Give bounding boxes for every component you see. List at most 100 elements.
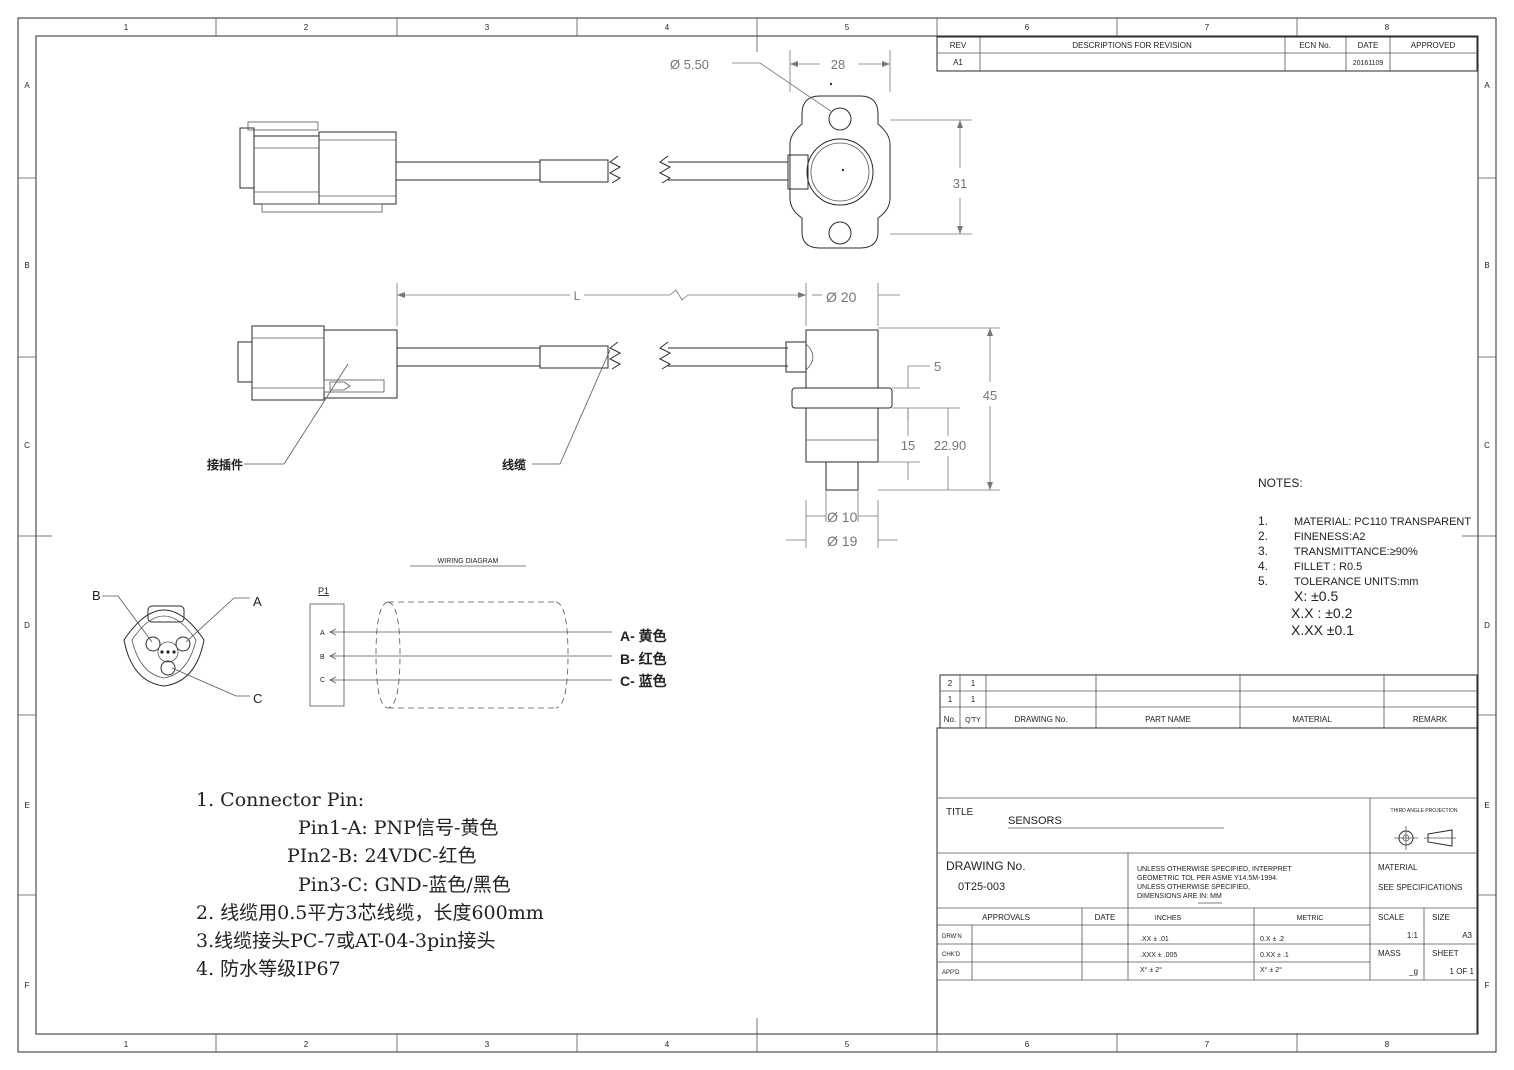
scale-value: 1:1	[1407, 931, 1419, 940]
spec-line-1: UNLESS OTHERWISE SPECIFIED, INTERPRET	[1137, 866, 1292, 873]
material-value: SEE SPECIFICATIONS	[1378, 883, 1462, 892]
row-label-left-d: D	[24, 621, 30, 630]
metric-tol-3: X° ± 2°	[1260, 966, 1282, 974]
tolerance-x: X: ±0.5	[1294, 588, 1338, 604]
pin-note-2: Pin1-A: PNP信号-黄色	[298, 817, 498, 839]
col-label-top-4: 4	[665, 23, 670, 32]
col-label-top-1: 1	[124, 23, 129, 32]
row-label-left-b: B	[24, 261, 29, 270]
rev-header-approved: APPROVED	[1411, 41, 1456, 50]
bom-row2-qty: 1	[971, 695, 976, 704]
dim-body-dia: Ø 20	[826, 289, 857, 305]
rev-row-date: 20161109	[1353, 60, 1384, 67]
bom-header-remark: REMARK	[1413, 715, 1448, 724]
drawing-no-label: DRAWING No.	[946, 859, 1026, 873]
size-value: A3	[1462, 931, 1472, 940]
sensor-side-view	[791, 329, 893, 491]
date-header: DATE	[1095, 913, 1116, 922]
note-text-5: TOLERANCE UNITS:mm	[1294, 576, 1418, 588]
material-label: MATERIAL	[1378, 863, 1418, 872]
col-label-top-6: 6	[1025, 23, 1030, 32]
pin-note-5: 2. 线缆用0.5平方3芯线缆，长度600mm	[196, 902, 544, 924]
bom-table: 2 1 1 1 No. Q'TY DRAWING No. PART NAME M…	[939, 674, 1478, 729]
col-label-bottom-5: 5	[845, 1040, 850, 1049]
wiring-diagram: WIRING DIAGRAM P1 A B C A- 黄色 B- 红色 C- 蓝…	[309, 558, 667, 709]
bom-header-material: MATERIAL	[1292, 715, 1332, 724]
sheet-label: SHEET	[1432, 949, 1459, 958]
pin-notes: 1. Connector Pin: Pin1-A: PNP信号-黄色 PIn2-…	[196, 789, 544, 980]
col-label-bottom-1: 1	[124, 1040, 129, 1049]
dim-height: 31	[953, 176, 967, 191]
rev-header-ecn: ECN No.	[1299, 41, 1331, 50]
side-dimensions: L Ø 20 45 5 15 22.90 Ø 10 Ø 19	[396, 283, 1000, 549]
row-label-right-b: B	[1484, 261, 1489, 270]
wiring-output-b: B- 红色	[620, 651, 667, 667]
dim-lower2-height: 22.90	[934, 438, 967, 453]
dim-base-dia: Ø 19	[827, 533, 858, 549]
approval-row-drawn: DRW'N	[942, 934, 962, 940]
col-label-top-7: 7	[1205, 23, 1210, 32]
projection-symbol-icon	[1394, 826, 1456, 850]
col-label-top-5: 5	[845, 23, 850, 32]
bom-row1-no: 2	[948, 679, 953, 688]
title-value: SENSORS	[1008, 815, 1062, 827]
spec-line-4: DIMENSIONS ARE IN: MM	[1137, 893, 1222, 900]
col-label-bottom-8: 8	[1385, 1040, 1390, 1049]
scale-label: SCALE	[1378, 913, 1404, 922]
tolerance-xx: X.X : ±0.2	[1291, 605, 1353, 621]
dim-length: L	[574, 289, 581, 303]
wiring-title: WIRING DIAGRAM	[438, 558, 499, 565]
note-num-3: 3.	[1258, 544, 1268, 558]
dim-total-height: 45	[983, 388, 997, 403]
pin-note-3: PIn2-B: 24VDC-红色	[287, 845, 477, 867]
dim-tip-dia: Ø 10	[827, 509, 858, 525]
notes-block: NOTES: 1. MATERIAL: PC110 TRANSPARENT 2.…	[1258, 476, 1471, 638]
face-pin-a: A	[253, 594, 262, 609]
inch-tol-1: .XX ± .01	[1140, 936, 1169, 943]
projection-label: THIRD ANGLE PROJECTION	[1391, 808, 1458, 814]
bom-row1-qty: 1	[971, 679, 976, 688]
dim-width: 28	[831, 57, 845, 72]
row-label-left-e: E	[24, 801, 29, 810]
row-label-right-d: D	[1484, 621, 1490, 630]
tolerance-xxx: X.XX ±0.1	[1291, 622, 1354, 638]
wiring-output-a: A- 黄色	[620, 628, 667, 644]
mass-label: MASS	[1378, 949, 1401, 958]
bom-header-qty: Q'TY	[965, 717, 981, 724]
sheet-value: 1 OF 1	[1450, 967, 1475, 976]
note-num-5: 5.	[1258, 574, 1268, 588]
sensor-face-view	[787, 82, 891, 249]
col-label-top-8: 8	[1385, 23, 1390, 32]
col-label-top-2: 2	[304, 23, 309, 32]
note-num-1: 1.	[1258, 514, 1268, 528]
col-label-bottom-3: 3	[485, 1040, 490, 1049]
inch-tol-3: X° ± 2°	[1140, 966, 1162, 974]
label-connector: 接插件	[207, 457, 243, 472]
bom-header-drawing: DRAWING No.	[1014, 715, 1067, 724]
notes-title: NOTES:	[1258, 476, 1303, 490]
metric-tol-1: 0.X ± .2	[1260, 936, 1284, 943]
spec-line-2: GEOMETRIC TOL PER ASME Y14.5M-1994.	[1137, 875, 1278, 882]
row-label-left-c: C	[24, 441, 30, 450]
revision-table: REV DESCRIPTIONS FOR REVISION ECN No. DA…	[936, 36, 1478, 72]
mass-value: _g	[1408, 967, 1418, 976]
face-pin-b: B	[92, 588, 101, 603]
row-label-left-a: A	[24, 81, 30, 90]
col-label-bottom-2: 2	[304, 1040, 309, 1049]
col-label-top-3: 3	[485, 23, 490, 32]
wiring-plug: P1	[318, 586, 329, 596]
pin-note-4: Pin3-C: GND-蓝色/黑色	[298, 874, 511, 896]
row-label-right-e: E	[1484, 801, 1489, 810]
wiring-output-c: C- 蓝色	[620, 673, 667, 689]
wiring-pin-c: C	[320, 677, 325, 684]
approval-row-checked: CHK'D	[942, 952, 961, 958]
rev-header-desc: DESCRIPTIONS FOR REVISION	[1072, 41, 1192, 50]
note-text-4: FILLET : R0.5	[1294, 561, 1362, 573]
rev-header-rev: REV	[950, 41, 967, 50]
metric-header: METRIC	[1297, 915, 1324, 922]
part-leaders: 接插件 线缆	[207, 349, 611, 472]
title-block: TITLE SENSORS THIRD ANGLE PROJECTION DRA…	[936, 727, 1478, 1035]
dim-lower-height: 15	[901, 438, 915, 453]
note-num-2: 2.	[1258, 529, 1268, 543]
